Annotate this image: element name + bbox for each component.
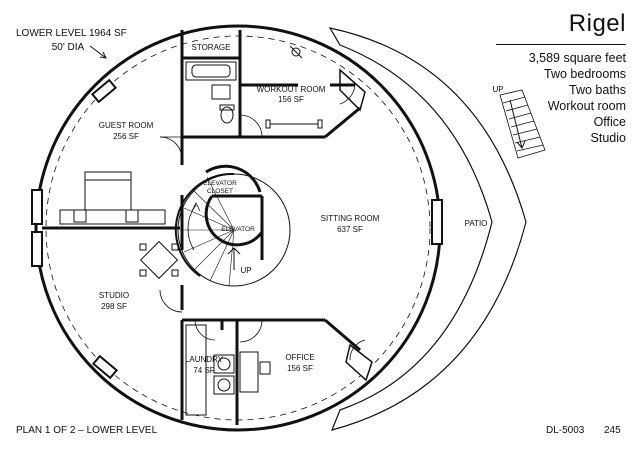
workout-equipment [265,45,323,129]
room-laundry: LAUNDRY [185,355,224,364]
bathroom [185,61,237,124]
lower-entry [345,343,373,382]
room-office: OFFICE [285,353,314,362]
patio-outline [328,27,527,431]
leader-arrowhead [99,51,107,59]
room-studio-area: 298 SF [101,302,127,311]
studio-table [139,240,179,280]
interior-walls [42,30,361,425]
stair-up-label: UP [240,266,251,275]
room-elevator-closet-line1: ELEVATOR [203,180,237,187]
feature-item: Office [593,115,626,129]
footer-page-number: 245 [604,425,621,436]
feature-item: Two bedrooms [544,67,626,81]
feature-list: 3,589 square feet Two bedrooms Two baths… [529,50,626,146]
footer-code: DL-5003 [546,425,585,436]
upper-entry [339,68,366,112]
feature-item: 3,589 square feet [528,51,626,65]
patio-up-label: UP [492,85,503,94]
room-elevator-closet-line2: CLOSET [207,188,233,195]
room-sitting-area: 637 SF [337,225,363,234]
room-sitting: SITTING ROOM [321,214,380,223]
room-workout: WORKOUT ROOM [257,85,326,94]
laundry-fixtures [185,324,235,416]
room-office-area: 156 SF [287,364,313,373]
room-workout-area: 156 SF [278,95,304,104]
door-swings [159,84,366,361]
patio-stairs [499,89,546,159]
window-openings [31,78,443,380]
stair-core [174,164,291,287]
feature-item: Workout room [547,99,626,113]
feature-item: Studio [590,131,626,145]
room-studio: STUDIO [99,291,129,300]
plan-title: Rigel [568,10,626,37]
feature-item: Two baths [569,83,626,97]
room-laundry-area: 74 SF [193,366,214,375]
diameter-label: 50' DIA [52,42,85,53]
room-storage: STORAGE [192,43,231,52]
room-guest: GUEST ROOM [99,121,154,130]
level-label: LOWER LEVEL 1964 SF [16,28,127,39]
room-elevator: ELEVATOR [221,226,255,233]
guest-bed [59,171,166,225]
office-desk [239,351,271,393]
title-rule [496,44,626,45]
leader-arrow [89,45,107,59]
footer-plan-label: PLAN 1 OF 2 – LOWER LEVEL [16,425,158,436]
room-patio: PATIO [465,219,488,228]
room-guest-area: 256 SF [113,132,139,141]
